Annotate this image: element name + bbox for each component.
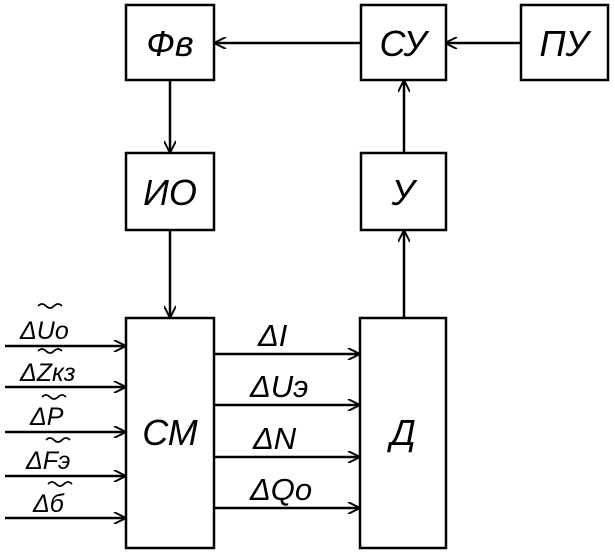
tilde-mark-4 xyxy=(45,437,71,443)
block-pu: ПУ xyxy=(519,3,610,82)
input-label-2: ΔZкз xyxy=(19,359,75,387)
connections xyxy=(5,43,521,518)
block-fv: Фв xyxy=(124,3,216,82)
tilde-mark-3 xyxy=(41,394,67,400)
output-label-2: ΔUэ xyxy=(249,369,308,404)
block-u-label: У xyxy=(390,172,417,213)
block-io: ИО xyxy=(124,151,216,232)
output-labels: ΔI ΔUэ ΔN ΔQо xyxy=(249,318,312,507)
output-label-1: ΔI xyxy=(257,318,288,353)
input-label-5: Δб xyxy=(32,490,65,518)
block-u: У xyxy=(359,151,448,232)
block-d: Д xyxy=(358,316,448,550)
block-sm: СМ xyxy=(124,316,216,550)
block-d-label: Д xyxy=(386,412,415,453)
tilde-mark-5 xyxy=(47,481,73,487)
block-pu-label: ПУ xyxy=(539,23,591,64)
block-su-label: СУ xyxy=(380,23,430,64)
output-label-4: ΔQо xyxy=(249,472,312,507)
block-su: СУ xyxy=(359,3,448,82)
tilde-mark-2 xyxy=(37,348,63,354)
block-io-label: ИО xyxy=(143,172,197,213)
output-label-3: ΔN xyxy=(252,421,297,456)
block-sm-label: СМ xyxy=(142,412,198,453)
block-fv-label: Фв xyxy=(146,23,193,64)
input-label-3: ΔP xyxy=(29,403,64,431)
input-labels: ΔUо ΔZкз ΔP ΔFэ Δб xyxy=(19,303,75,518)
tilde-mark-1 xyxy=(37,303,63,309)
input-label-1: ΔUо xyxy=(19,317,69,345)
input-label-4: ΔFэ xyxy=(25,447,70,475)
